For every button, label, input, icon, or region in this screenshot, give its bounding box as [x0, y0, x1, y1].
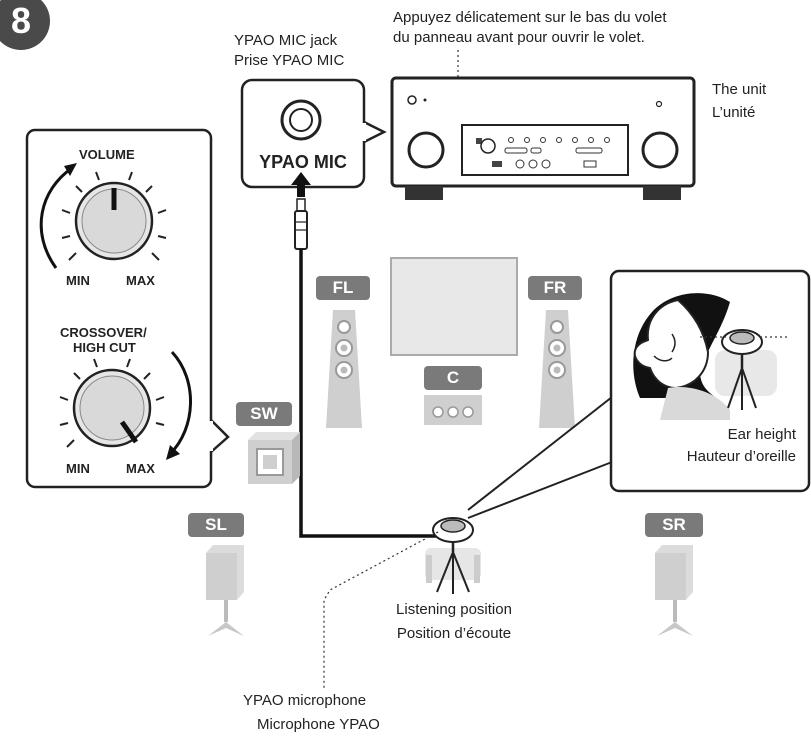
jack-label-en: YPAO MIC jack — [234, 32, 338, 49]
receiver-unit — [390, 76, 696, 200]
crossover-min-label: MIN — [66, 461, 90, 476]
instruction-line-2: du panneau avant pour ouvrir le volet. — [393, 29, 645, 46]
tv — [390, 257, 518, 356]
listening-position-label-en: Listening position — [396, 601, 512, 618]
ear-height-label-en: Ear height — [727, 426, 796, 443]
ypao-microphone-label-fr: Microphone YPAO — [257, 716, 380, 733]
mic-cable — [299, 249, 450, 538]
speaker-label-fl: FL — [316, 276, 370, 300]
speaker-fr — [539, 310, 575, 428]
speaker-subwoofer — [248, 432, 300, 484]
plug-arrow — [291, 172, 311, 197]
speaker-label-sl: SL — [188, 513, 244, 537]
instruction-line-1: Appuyez délicatement sur le bas du volet — [393, 9, 667, 26]
speaker-sl — [206, 545, 244, 636]
crossover-max-label: MAX — [126, 461, 155, 476]
ear-height-callout — [609, 269, 811, 493]
listening-position-mic — [425, 517, 481, 594]
volume-min-label: MIN — [66, 273, 90, 288]
speaker-label-fr: FR — [528, 276, 582, 300]
volume-title: VOLUME — [79, 147, 135, 162]
subwoofer-knob-panel — [25, 128, 230, 489]
speaker-label-c: C — [424, 366, 482, 390]
speaker-label-sr: SR — [645, 513, 703, 537]
ypao-mic-callout — [240, 78, 387, 189]
jack-label-fr: Prise YPAO MIC — [234, 52, 345, 69]
ypao-mic-panel-text: YPAO MIC — [259, 152, 347, 172]
speaker-center — [424, 395, 482, 425]
unit-label-fr: L’unité — [712, 104, 756, 121]
ear-callout-line-top — [467, 396, 613, 511]
ear-callout-line-bottom — [467, 461, 613, 519]
crossover-title-line-2: HIGH CUT — [73, 340, 136, 355]
speaker-sr — [655, 545, 693, 636]
ypao-microphone-label-en: YPAO microphone — [243, 692, 367, 709]
ear-height-label-fr: Hauteur d’oreille — [686, 448, 796, 465]
unit-label-en: The unit — [712, 81, 767, 98]
speaker-fl — [326, 310, 362, 428]
mic-pointer-line — [323, 531, 439, 688]
step-number-badge: 8 — [0, 0, 50, 50]
listening-position-label-fr: Position d’écoute — [396, 625, 512, 642]
volume-max-label: MAX — [126, 273, 155, 288]
crossover-title-line-1: CROSSOVER/ — [60, 325, 147, 340]
speaker-label-sw: SW — [236, 402, 292, 426]
